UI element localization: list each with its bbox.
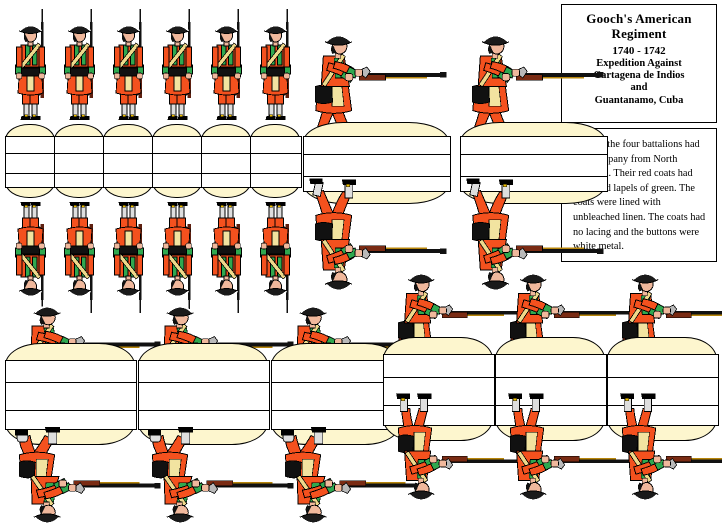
title-box: Gooch's American Regiment 1740 - 1742 Ex… [561, 4, 717, 123]
fold-line-1 [6, 382, 136, 383]
fold-over-stand-base [152, 124, 204, 198]
stand-kneeling-2 [138, 306, 295, 524]
stand-standing-firing-1 [383, 270, 526, 504]
fold-line-2 [304, 176, 450, 177]
stand-firing-advancing-2 [460, 31, 608, 295]
fold-line-1 [104, 153, 154, 154]
fold-over-stand-base [303, 122, 451, 204]
fold-line-1 [608, 377, 718, 378]
stand-fold-panel [103, 136, 155, 188]
fold-line-1 [461, 154, 607, 155]
fold-line-1 [139, 382, 269, 383]
stand-kneeling-3 [271, 306, 428, 524]
fold-line-1 [304, 154, 450, 155]
stand-firing-advancing-1 [303, 31, 451, 295]
stand-fold-panel [138, 360, 270, 430]
title-and: and [630, 82, 648, 94]
fold-line-1 [272, 382, 402, 383]
fold-line-2 [55, 173, 105, 174]
fold-over-stand-base [5, 124, 57, 198]
stand-fold-panel [271, 360, 403, 430]
fold-line-1 [202, 153, 252, 154]
fold-over-stand-base [201, 124, 253, 198]
fold-line-1 [153, 153, 203, 154]
stand-fold-panel [460, 136, 608, 192]
stand-fold-panel [5, 360, 137, 430]
title-line-2: Regiment [611, 26, 667, 42]
fold-line-1 [251, 153, 301, 154]
stand-shouldered-1 [5, 8, 57, 314]
fold-line-1 [6, 153, 56, 154]
fold-over-stand-base [250, 124, 302, 198]
paper-soldier-standing-firing-mirrored [617, 390, 722, 504]
fold-over-stand-base [607, 337, 719, 441]
fold-line-2 [139, 410, 269, 411]
stand-fold-panel [303, 136, 451, 192]
stand-fold-panel [5, 136, 57, 188]
stand-shouldered-3 [103, 8, 155, 314]
fold-line-1 [496, 377, 606, 378]
title-years: 1740 - 1742 [612, 44, 666, 57]
fold-over-stand-base [138, 343, 270, 445]
fold-line-2 [384, 405, 494, 406]
stand-fold-panel [201, 136, 253, 188]
stand-standing-firing-2 [495, 270, 638, 504]
paper-soldier-sheet: Gooch's American Regiment 1740 - 1742 Ex… [5, 4, 722, 524]
stand-kneeling-1 [5, 306, 162, 524]
fold-line-2 [272, 410, 402, 411]
fold-over-stand-base [383, 337, 495, 441]
fold-line-2 [461, 176, 607, 177]
stand-shouldered-5 [201, 8, 253, 314]
title-expedition: Expedition Against [596, 57, 682, 69]
stand-shouldered-4 [152, 8, 204, 314]
fold-line-2 [202, 173, 252, 174]
fold-over-stand-base [271, 343, 403, 445]
fold-line-1 [55, 153, 105, 154]
fold-line-2 [104, 173, 154, 174]
fold-line-2 [496, 405, 606, 406]
title-line-1: Gooch's American [586, 11, 692, 26]
fold-line-1 [384, 377, 494, 378]
fold-line-2 [6, 173, 56, 174]
description-text: Each of the four battalions had one comp… [573, 139, 706, 253]
fold-over-stand-base [103, 124, 155, 198]
fold-over-stand-base [5, 343, 137, 445]
fold-line-2 [251, 173, 301, 174]
fold-line-2 [6, 410, 136, 411]
fold-line-2 [153, 173, 203, 174]
title-cartagena: Cartagena de Indios [593, 70, 685, 81]
title-guantanamo: Guantanamo, Cuba [594, 94, 684, 106]
stand-standing-firing-3 [607, 270, 722, 504]
fold-over-stand-base [460, 122, 608, 204]
fold-line-2 [608, 405, 718, 406]
stand-shouldered-6 [250, 8, 302, 314]
stand-fold-panel [250, 136, 302, 188]
